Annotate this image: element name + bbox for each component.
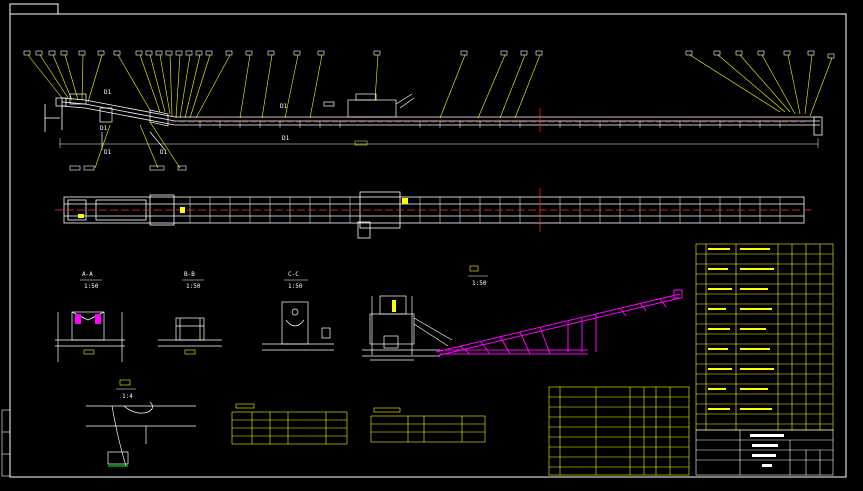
section-a-a-scale: 1:50 — [84, 283, 99, 290]
bom-right-text-blocks — [708, 248, 774, 410]
section-c-c-title: C-C — [288, 271, 299, 278]
title-block-text-blocks — [750, 434, 784, 467]
overall-dimension — [59, 138, 819, 148]
section-c-c-scale: 1:50 — [288, 283, 303, 290]
section-a-a: A-A 1:50 — [55, 271, 125, 362]
section-a-a-title: A-A — [82, 271, 93, 278]
elevation-view: D1 D1 D1 D1 D1 D1 — [23, 50, 835, 171]
small-table-right — [370, 407, 486, 443]
drive-station-view: 1:50 — [362, 265, 488, 361]
dim-label: D1 — [280, 103, 288, 110]
drive-unit-elevation — [323, 93, 415, 118]
drive-station-scale: 1:50 — [472, 280, 487, 287]
conveyor-elevation-profile — [44, 97, 823, 136]
detail-scale: 1:4 — [122, 393, 133, 400]
leader-lines-bottom — [69, 121, 187, 171]
dim-label: D1 — [160, 149, 168, 156]
section-c-c: C-C 1:50 — [262, 271, 334, 351]
dim-label: D1 — [100, 125, 108, 132]
section-b-b: B-B 1:50 — [158, 271, 222, 355]
leader-tags-top — [23, 50, 835, 59]
plan-markers — [78, 198, 408, 218]
leader-lines-top — [27, 54, 833, 119]
section-b-b-title: B-B — [184, 271, 195, 278]
dim-label: D1 — [104, 149, 112, 156]
plan-view — [55, 188, 812, 239]
detail-view: 1:4 — [86, 379, 196, 467]
inclined-conveyor-side-view — [435, 289, 683, 357]
bom-table-right — [695, 243, 834, 431]
dim-label: D1 — [282, 135, 290, 142]
title-block — [695, 429, 834, 476]
section-b-b-scale: 1:50 — [186, 283, 201, 290]
small-table-left — [231, 403, 348, 445]
centerlines-elevation — [170, 108, 810, 132]
tail-section-elevation — [69, 93, 169, 151]
bom-table-lower — [548, 386, 690, 476]
dim-label: D1 — [104, 89, 112, 96]
left-edge-marker — [1, 409, 11, 477]
dimension-labels: D1 D1 D1 D1 D1 D1 — [100, 89, 290, 156]
drawing-frame — [9, 3, 847, 478]
